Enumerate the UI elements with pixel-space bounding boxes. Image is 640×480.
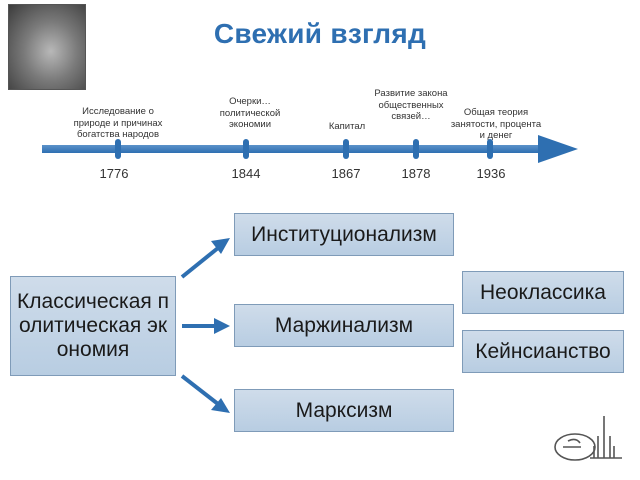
arrow-to-institutionalism — [180, 246, 220, 279]
page-title: Свежий взгляд — [213, 18, 427, 49]
marginalism-box: Маржинализм — [234, 304, 454, 347]
hedgehog-photo — [8, 4, 86, 90]
arrow-head-marginalism — [214, 318, 230, 334]
event-label-1776: Исследование о природе и причинах богатс… — [73, 106, 163, 140]
event-label-1867: Капитал — [328, 121, 366, 132]
timeline-marker-1867 — [343, 139, 349, 159]
institutionalism-box: Институционализм — [234, 213, 454, 256]
timeline-marker-1844 — [243, 139, 249, 159]
year-1936: 1936 — [476, 166, 506, 181]
arrow-head-institutionalism — [211, 238, 230, 254]
marxism-box: Марксизм — [234, 389, 454, 432]
event-label-1878: Развитие закона общественных связей… — [374, 88, 448, 122]
arrow-to-marxism — [180, 374, 220, 406]
timeline-marker-1776 — [115, 139, 121, 159]
event-label-1844: Очерки… политической экономии — [219, 96, 281, 130]
event-label-1936: Общая теория занятости, процента и денег — [450, 107, 542, 141]
year-1878: 1878 — [401, 166, 431, 181]
timeline-arrow-head — [538, 135, 578, 163]
timeline-marker-1878 — [413, 139, 419, 159]
year-1844: 1844 — [231, 166, 261, 181]
classical-economy-box: Классическая политическая экономия — [10, 276, 176, 376]
year-1776: 1776 — [99, 166, 129, 181]
university-logo-icon — [554, 416, 622, 461]
keynesianism-box: Кейнсианство — [462, 330, 624, 373]
timeline-arrow-shaft — [42, 145, 542, 153]
timeline-marker-1936 — [487, 139, 493, 159]
year-1867: 1867 — [331, 166, 361, 181]
neoclassics-box: Неоклассика — [462, 271, 624, 314]
arrow-head-marxism — [211, 398, 230, 413]
